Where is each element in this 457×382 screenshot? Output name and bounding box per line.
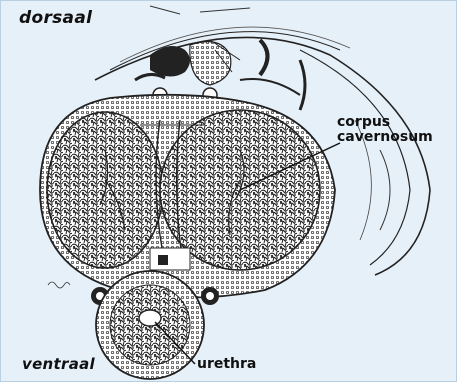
dorsal-label: dorsaal <box>19 10 92 28</box>
urethra-lumen <box>139 310 161 326</box>
corpus-cavernosum-label: corpus cavernosum <box>337 115 433 144</box>
corpus-label-line1: corpus <box>337 115 433 130</box>
corpus-label-line2: cavernosum <box>337 130 433 145</box>
artist-signature <box>48 282 70 288</box>
ventral-label: ventraal <box>22 357 95 373</box>
urethra-label: urethra <box>197 357 256 372</box>
